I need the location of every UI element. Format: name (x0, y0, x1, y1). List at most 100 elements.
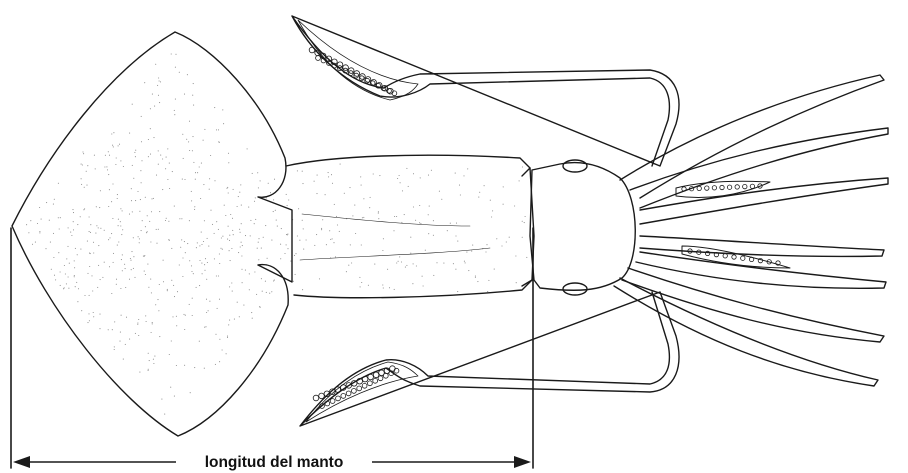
stipple-dot (209, 189, 210, 190)
stipple-dot (28, 232, 29, 233)
stipple-dot (455, 269, 456, 270)
stipple-dot (250, 235, 251, 236)
stipple-dot (457, 291, 458, 292)
stipple-dot (297, 170, 298, 171)
stipple-dot (139, 238, 140, 239)
stipple-dot (252, 173, 253, 174)
stipple-dot (146, 321, 147, 322)
stipple-dot (184, 329, 185, 330)
stipple-dot (186, 139, 187, 140)
stipple-dot (214, 233, 215, 234)
stipple-dot (191, 271, 192, 272)
stipple-dot (158, 150, 159, 151)
fin-stippling (26, 53, 527, 414)
stipple-dot (187, 74, 188, 75)
stipple-dot (219, 361, 220, 362)
stipple-dot (189, 220, 190, 221)
stipple-dot (111, 293, 112, 294)
stipple-dot (150, 279, 151, 280)
stipple-dot (406, 265, 407, 266)
stipple-dot (68, 276, 69, 277)
stipple-dot (102, 277, 103, 278)
stipple-dot (172, 316, 173, 317)
stipple-dot (171, 248, 172, 249)
stipple-dot (496, 238, 497, 239)
stipple-dot (361, 185, 362, 186)
stipple-dot (240, 246, 241, 247)
stipple-dot (428, 175, 429, 176)
stipple-dot (216, 275, 217, 276)
stipple-dot (494, 269, 495, 270)
sucker-ring (337, 62, 343, 68)
stipple-dot (174, 114, 175, 115)
stipple-dot (216, 221, 217, 222)
stipple-dot (420, 177, 421, 178)
stipple-dot (506, 241, 507, 242)
stipple-dot (189, 121, 190, 122)
stipple-dot (339, 231, 340, 232)
stipple-dot (254, 201, 255, 202)
stipple-dot (194, 209, 195, 210)
stipple-dot (144, 255, 145, 256)
stipple-dot (241, 269, 242, 270)
stipple-dot (68, 288, 69, 289)
stipple-dot (225, 215, 226, 216)
stipple-dot (137, 324, 138, 325)
stipple-dot (49, 220, 50, 221)
stipple-dot (139, 372, 140, 373)
stipple-dot (108, 329, 109, 330)
stipple-dot (41, 219, 42, 220)
stipple-dot (174, 206, 175, 207)
stipple-dot (196, 247, 197, 248)
stipple-dot (351, 262, 352, 263)
stipple-dot (334, 204, 335, 205)
stipple-dot (396, 262, 397, 263)
stipple-dot (107, 169, 108, 170)
stipple-dot (204, 264, 205, 265)
stipple-dot (410, 237, 411, 238)
stipple-dot (266, 292, 267, 293)
stipple-dot (129, 339, 130, 340)
stipple-dot (441, 199, 442, 200)
stipple-dot (97, 287, 98, 288)
stipple-dot (436, 262, 437, 263)
stipple-dot (135, 200, 136, 201)
stipple-dot (316, 234, 317, 235)
stipple-dot (490, 200, 491, 201)
stipple-dot (258, 238, 259, 239)
stipple-dot (54, 199, 55, 200)
sucker-ring (373, 372, 379, 378)
stipple-dot (100, 190, 101, 191)
stipple-dot (182, 179, 183, 180)
stipple-dot (74, 275, 75, 276)
stipple-dot (352, 215, 353, 216)
stipple-dot (114, 349, 115, 350)
stipple-dot (160, 81, 161, 82)
head-outline (530, 163, 635, 291)
stipple-dot (95, 168, 96, 169)
stipple-dot (204, 327, 205, 328)
stipple-dot (130, 260, 131, 261)
stipple-dot (229, 286, 230, 287)
stipple-dot (238, 252, 239, 253)
stipple-dot (274, 179, 275, 180)
stipple-dot (191, 191, 192, 192)
stipple-dot (139, 211, 140, 212)
stipple-dot (214, 258, 215, 259)
stipple-dot (145, 226, 146, 227)
stipple-dot (325, 194, 326, 195)
stipple-dot (413, 206, 414, 207)
sucker-ring (697, 186, 701, 190)
stipple-dot (138, 236, 139, 237)
stipple-dot (73, 221, 74, 222)
stipple-dot (249, 289, 250, 290)
stipple-dot (525, 216, 526, 217)
stipple-dot (250, 220, 251, 221)
stipple-dot (124, 264, 125, 265)
stipple-dot (337, 224, 338, 225)
stipple-dot (166, 157, 167, 158)
stipple-dot (195, 172, 196, 173)
stipple-dot (134, 277, 135, 278)
stipple-dot (59, 228, 60, 229)
stipple-dot (219, 263, 220, 264)
